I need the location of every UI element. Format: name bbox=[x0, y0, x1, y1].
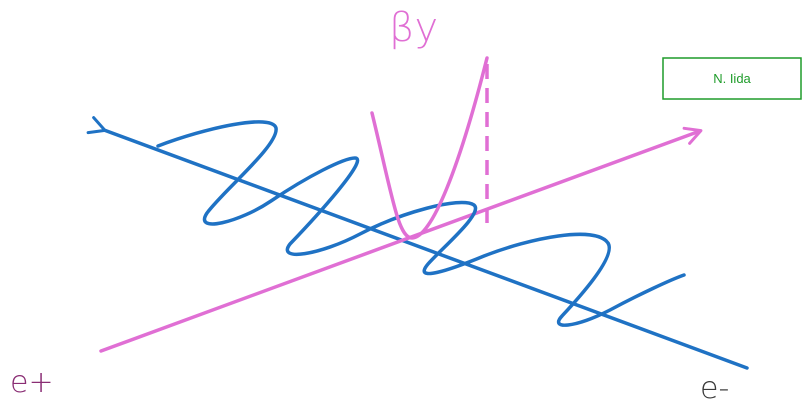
betatron-oscillation-trajectory bbox=[158, 122, 684, 325]
e-minus-beam-axis bbox=[104, 130, 747, 368]
e-minus-label: e- bbox=[700, 371, 729, 400]
e-plus-label: e+ bbox=[10, 365, 54, 400]
author-name: N. Iida bbox=[713, 71, 751, 86]
beta-function-curve bbox=[372, 58, 487, 238]
author-badge: N. Iida bbox=[663, 58, 801, 99]
beta-y-label: βy bbox=[389, 5, 438, 51]
